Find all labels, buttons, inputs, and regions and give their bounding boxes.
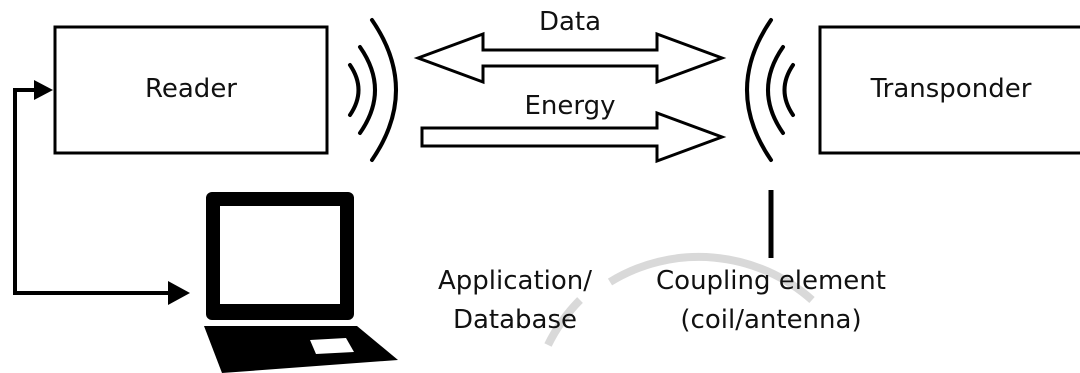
coupling-label-line1: Coupling element — [656, 266, 886, 296]
data-arrow — [413, 31, 727, 85]
watermark-arc-left — [544, 297, 583, 347]
application-label-line1: Application/ — [437, 266, 593, 296]
energy-arrow — [420, 110, 727, 164]
transponder-label: Transponder — [870, 74, 1032, 104]
transponder-wave-icon — [745, 18, 795, 162]
transponder-box — [818, 25, 1080, 155]
coupling-label-line2: (coil/antenna) — [680, 305, 862, 335]
laptop-icon — [204, 192, 398, 373]
arrowhead-to-laptop — [168, 281, 190, 305]
connection-line — [13, 88, 168, 295]
reader-box — [53, 25, 329, 155]
energy-label: Energy — [524, 91, 616, 121]
watermark-arc — [607, 252, 815, 303]
reader-label: Reader — [144, 74, 237, 104]
data-label: Data — [538, 7, 602, 37]
arrowhead-to-reader — [34, 80, 53, 100]
application-label-line2: Database — [452, 305, 578, 335]
reader-wave-icon — [348, 18, 398, 162]
